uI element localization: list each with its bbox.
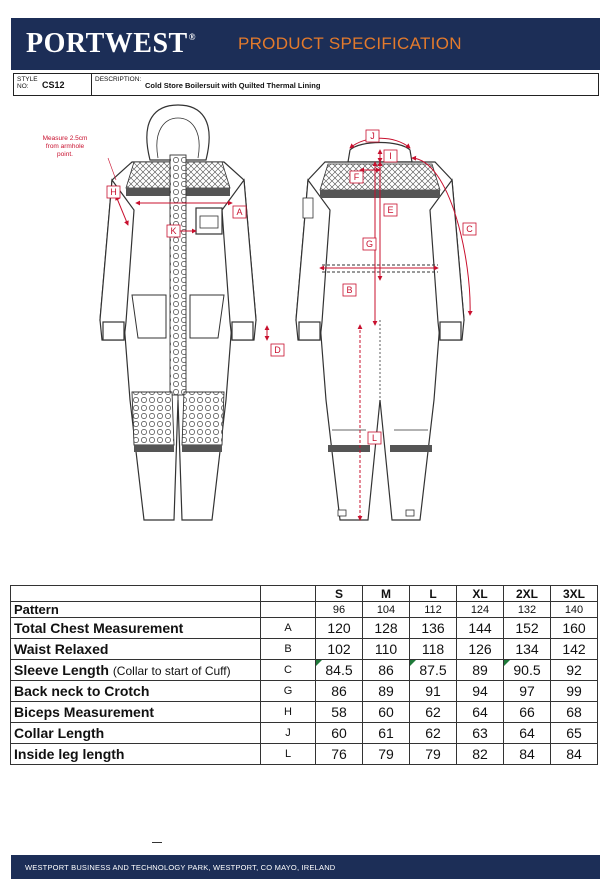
marker-e: E: [383, 203, 398, 217]
size-s: S: [315, 585, 363, 602]
marker-l: L: [367, 431, 382, 445]
marker-c: C: [462, 222, 477, 236]
divider: [152, 842, 162, 843]
svg-text:F: F: [354, 172, 360, 182]
svg-text:K: K: [170, 226, 176, 236]
marker-b: B: [342, 283, 357, 297]
size-spec-table: S M L XL 2XL 3XL Pattern 96 104 112 124 …: [10, 585, 598, 765]
measure-note-line-3: point.: [57, 151, 73, 158]
row-note: (Collar to start of Cuff): [112, 664, 231, 678]
style-row: STYLE NO: CS12 DESCRIPTION: Cold Store B…: [13, 73, 599, 96]
page-title: PRODUCT SPECIFICATION: [237, 34, 462, 53]
measure-note-line-1: Measure 2.5cm: [43, 135, 88, 142]
row-label: Pattern: [10, 601, 261, 618]
size-m: M: [362, 585, 410, 602]
row-code: G: [260, 680, 316, 702]
row-code: A: [260, 617, 316, 639]
size-xl: XL: [456, 585, 504, 602]
footer-address: WESTPORT BUSINESS AND TECHNOLOGY PARK, W…: [25, 862, 336, 872]
row-label: Collar Length: [10, 722, 261, 744]
style-number: CS12: [42, 80, 65, 90]
brand-logo: PORTWEST®: [26, 28, 196, 59]
marker-h: H: [106, 185, 121, 199]
front-right-cuff: [231, 321, 254, 341]
svg-text:C: C: [466, 224, 473, 234]
back-measurements: [319, 137, 473, 521]
back-left-cuff: [298, 321, 321, 341]
front-measurements: [107, 157, 270, 341]
svg-text:H: H: [110, 187, 117, 197]
svg-text:A: A: [236, 207, 242, 217]
svg-text:G: G: [366, 239, 373, 249]
marker-a: A: [232, 205, 247, 219]
description-label: DESCRIPTION:: [95, 76, 142, 83]
row-code: L: [260, 743, 316, 765]
front-view: [99, 104, 257, 521]
front-left-cuff: [102, 321, 125, 341]
description-box: DESCRIPTION: Cold Store Boilersuit with …: [92, 73, 599, 96]
front-hood: [146, 104, 210, 161]
size-header-row: S M L XL 2XL 3XL: [10, 585, 598, 602]
measure-note-line-2: from armhole: [46, 143, 85, 150]
row-code: J: [260, 722, 316, 744]
row-label: Sleeve Length (Collar to start of Cuff): [10, 659, 261, 681]
header-banner: PORTWEST® PRODUCT SPECIFICATION: [11, 18, 600, 70]
style-box: STYLE NO: CS12: [13, 73, 92, 96]
table-row: Biceps Measurement H 58 60 62 64 66 68: [10, 701, 598, 723]
garment-diagram: Measure 2.5cm from armhole point. A B C …: [43, 104, 477, 521]
footer-banner: WESTPORT BUSINESS AND TECHNOLOGY PARK, W…: [11, 855, 600, 879]
row-code: C: [260, 659, 316, 681]
svg-text:I: I: [389, 151, 392, 161]
table-row: Sleeve Length (Collar to start of Cuff) …: [10, 659, 598, 681]
row-label: Back neck to Crotch: [10, 680, 261, 702]
svg-text:J: J: [370, 131, 375, 141]
row-code: B: [260, 638, 316, 660]
svg-text:B: B: [346, 285, 352, 295]
size-3xl: 3XL: [550, 585, 598, 602]
row-label: Inside leg length: [10, 743, 261, 765]
table-row: Waist Relaxed B 102 110 118 126 134 142: [10, 638, 598, 660]
table-row: Back neck to Crotch G 86 89 91 94 97 99: [10, 680, 598, 702]
row-label: Total Chest Measurement: [10, 617, 261, 639]
marker-d: D: [270, 343, 285, 357]
marker-g: G: [362, 237, 377, 251]
row-label: Biceps Measurement: [10, 701, 261, 723]
size-l: L: [409, 585, 457, 602]
size-2xl: 2XL: [503, 585, 551, 602]
svg-text:E: E: [387, 205, 393, 215]
table-row: Total Chest Measurement A 120 128 136 14…: [10, 617, 598, 639]
marker-k: K: [166, 224, 181, 238]
svg-text:D: D: [274, 345, 281, 355]
back-right-cuff: [439, 321, 462, 341]
description-text: Cold Store Boilersuit with Quilted Therm…: [145, 81, 321, 90]
marker-j: J: [365, 129, 380, 143]
row-label: Waist Relaxed: [10, 638, 261, 660]
table-row: Collar Length J 60 61 62 63 64 65: [10, 722, 598, 744]
pattern-row: Pattern 96 104 112 124 132 140: [10, 601, 598, 618]
svg-text:L: L: [372, 433, 377, 443]
table-row: Inside leg length L 76 79 79 82 84 84: [10, 743, 598, 765]
marker-f: F: [349, 170, 364, 184]
style-label: STYLE NO:: [17, 76, 38, 90]
marker-i: I: [383, 149, 398, 163]
row-code: H: [260, 701, 316, 723]
